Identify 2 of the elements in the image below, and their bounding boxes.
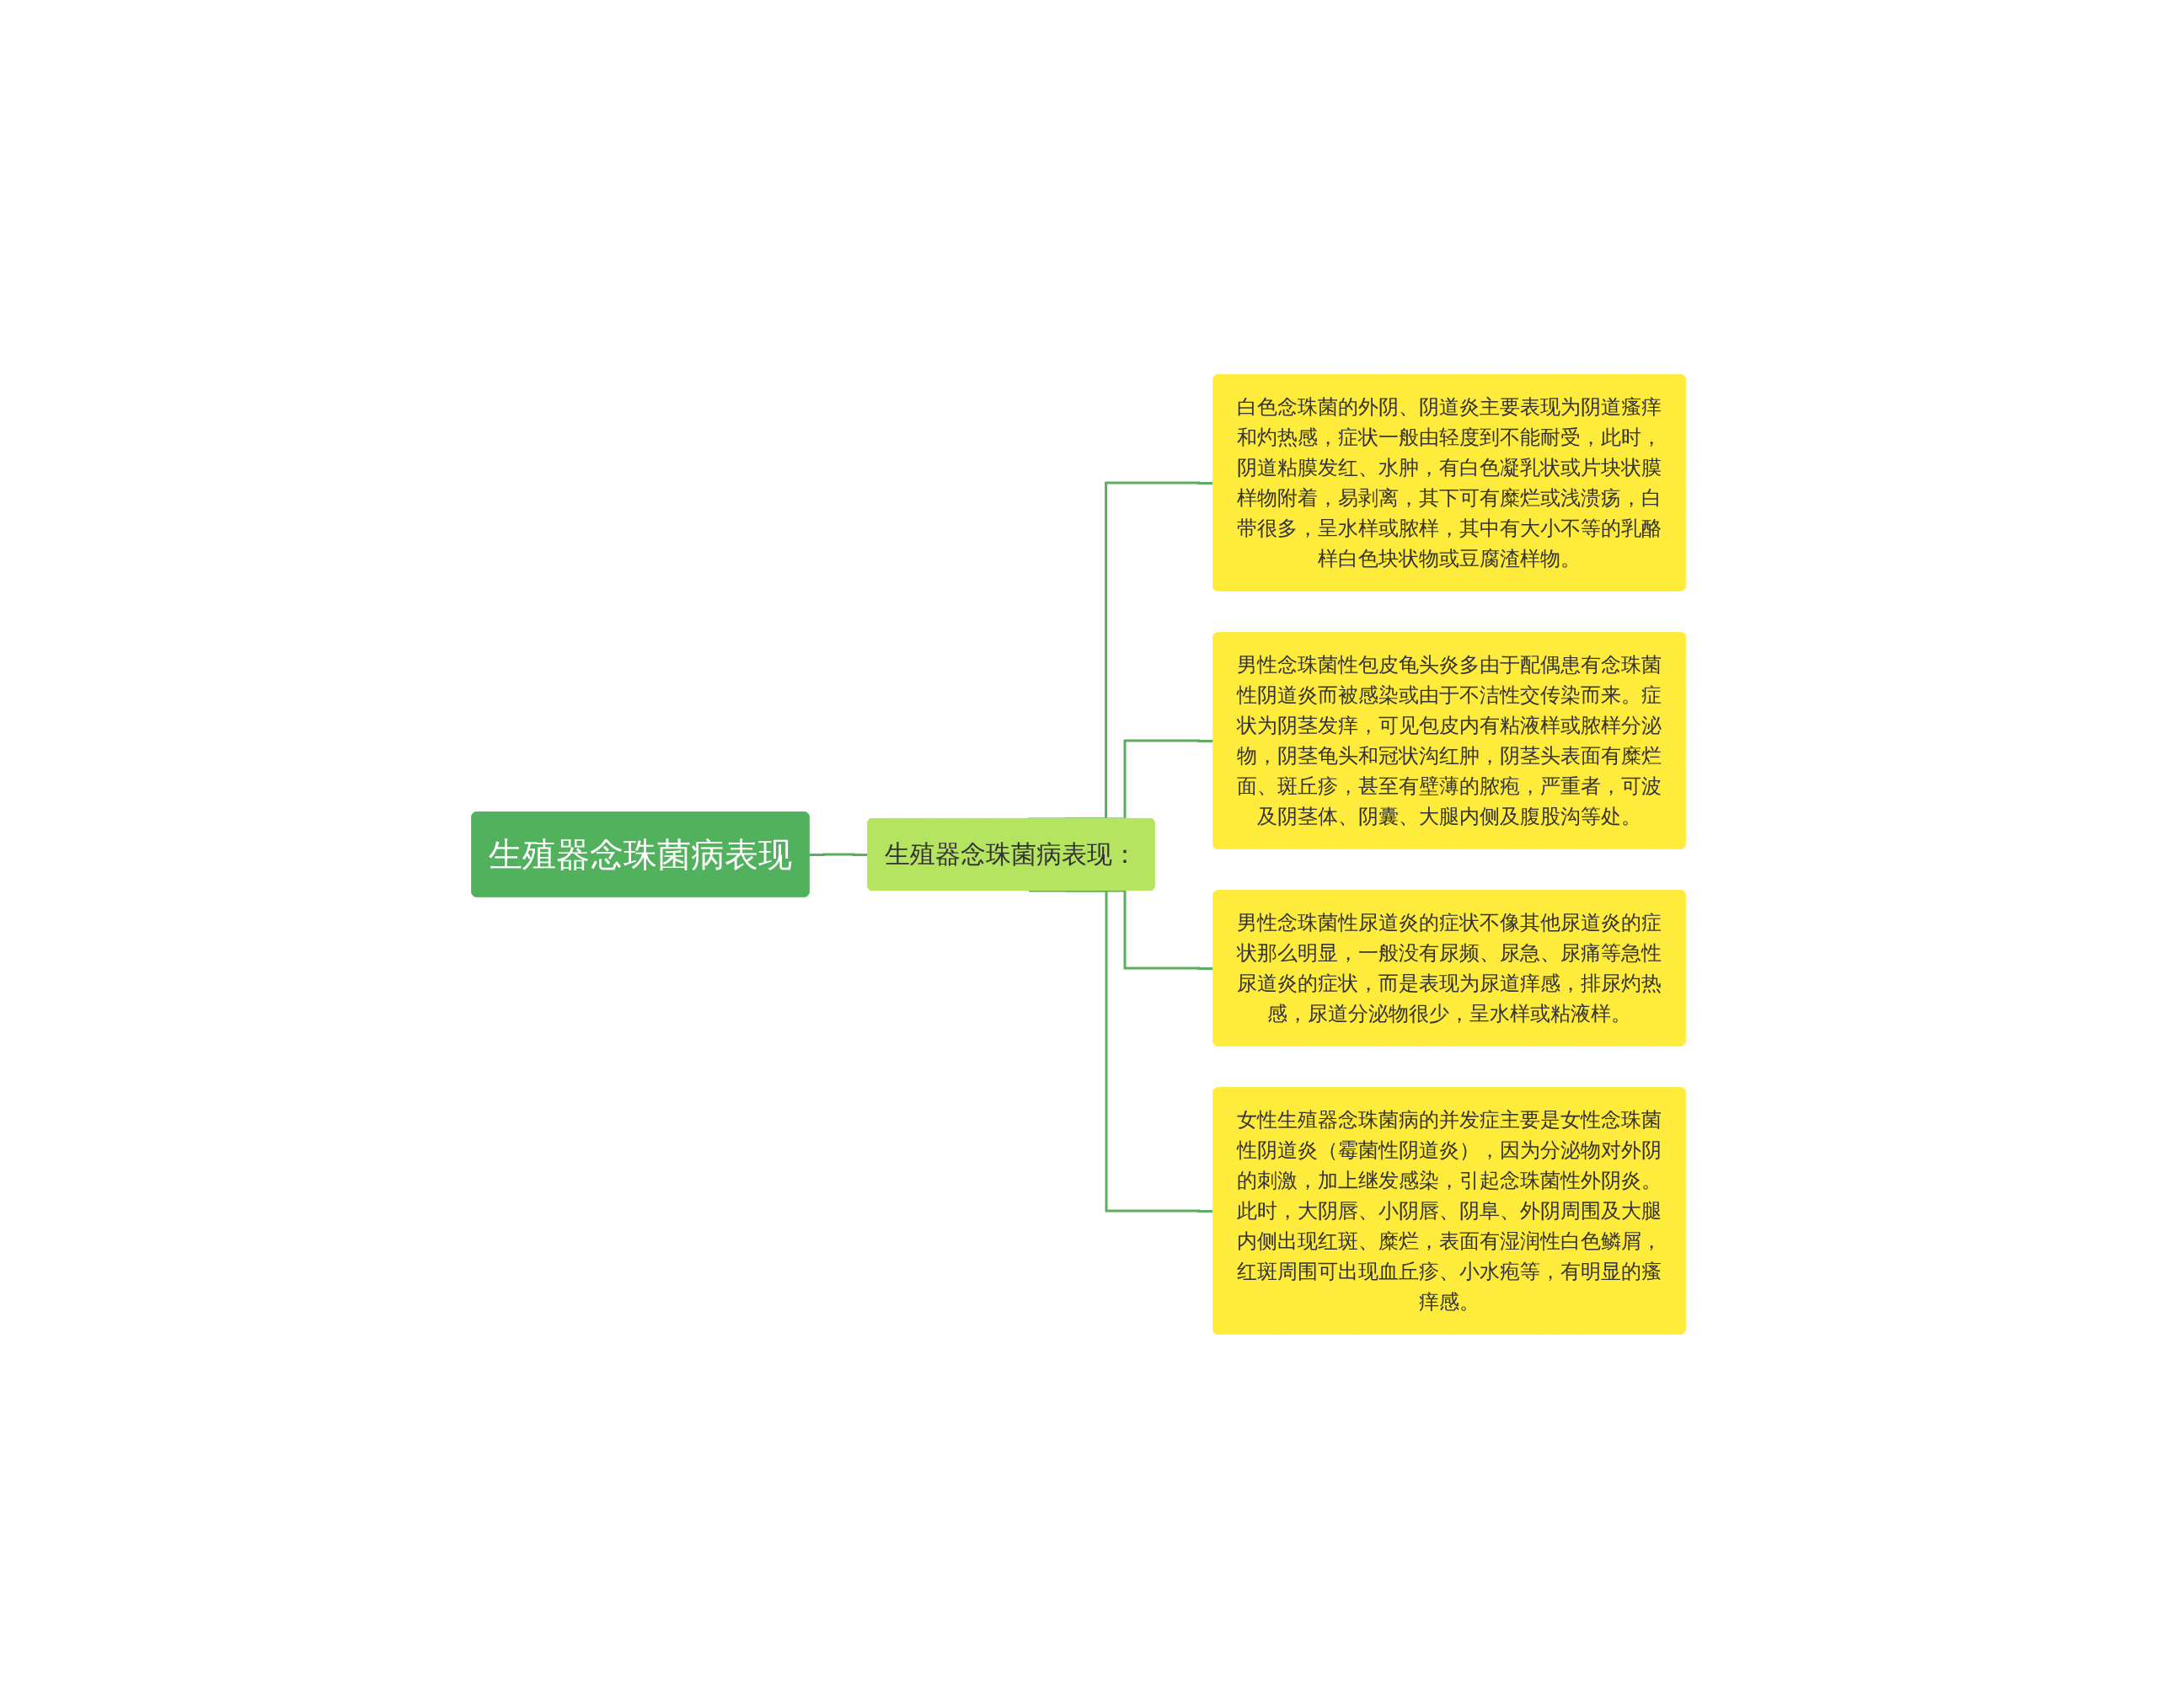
connector [809, 853, 869, 856]
connector [1029, 889, 1214, 1213]
